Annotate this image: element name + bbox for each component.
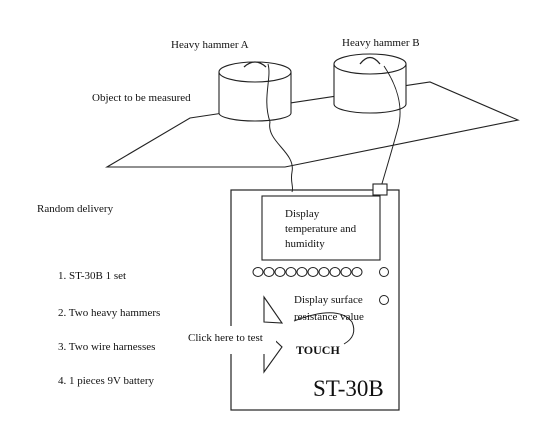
touch-zone-arc xyxy=(293,312,355,345)
led-row xyxy=(252,267,363,277)
delivery-item: 1. ST-30B 1 set xyxy=(58,270,127,282)
wire-harness-b xyxy=(380,127,399,188)
click-to-test-box xyxy=(184,326,276,354)
object-label: Object to be measured xyxy=(92,92,191,104)
heavy-hammer-b xyxy=(333,53,407,129)
led-indicator xyxy=(340,267,352,277)
status-led xyxy=(379,267,389,277)
touch-label: TOUCH xyxy=(296,343,340,357)
wire-harness-a xyxy=(269,121,294,193)
display-surface-label: Display surface resistance value xyxy=(294,294,364,323)
led-indicator xyxy=(351,267,363,277)
model-label: ST-30B xyxy=(313,376,384,401)
display-window xyxy=(261,195,381,261)
delivery-item: 4. 1 pieces 9V battery xyxy=(58,375,155,387)
status-led xyxy=(379,295,389,305)
led-indicator xyxy=(263,267,275,277)
led-indicator xyxy=(285,267,297,277)
hammer-b-label: Heavy hammer B xyxy=(342,37,420,49)
led-indicator xyxy=(318,267,330,277)
delivery-item: 3. Two wire harnesses xyxy=(58,341,156,353)
led-indicator xyxy=(274,267,286,277)
led-indicator xyxy=(307,267,319,277)
st-30b-meter xyxy=(230,189,400,411)
delivery-item: 2. Two heavy hammers xyxy=(58,307,161,319)
display-temp-label: Display temperature and humidity xyxy=(285,208,357,250)
probe-socket xyxy=(372,183,388,196)
click-to-test-label: Click here to test xyxy=(188,332,263,344)
led-indicator xyxy=(329,267,341,277)
led-indicator xyxy=(296,267,308,277)
hammer-a-label: Heavy hammer A xyxy=(171,39,249,51)
random-delivery-label: Random delivery xyxy=(37,203,114,215)
touch-triangle-upper xyxy=(263,295,284,324)
led-indicator xyxy=(252,267,264,277)
heavy-hammer-a xyxy=(218,61,292,123)
